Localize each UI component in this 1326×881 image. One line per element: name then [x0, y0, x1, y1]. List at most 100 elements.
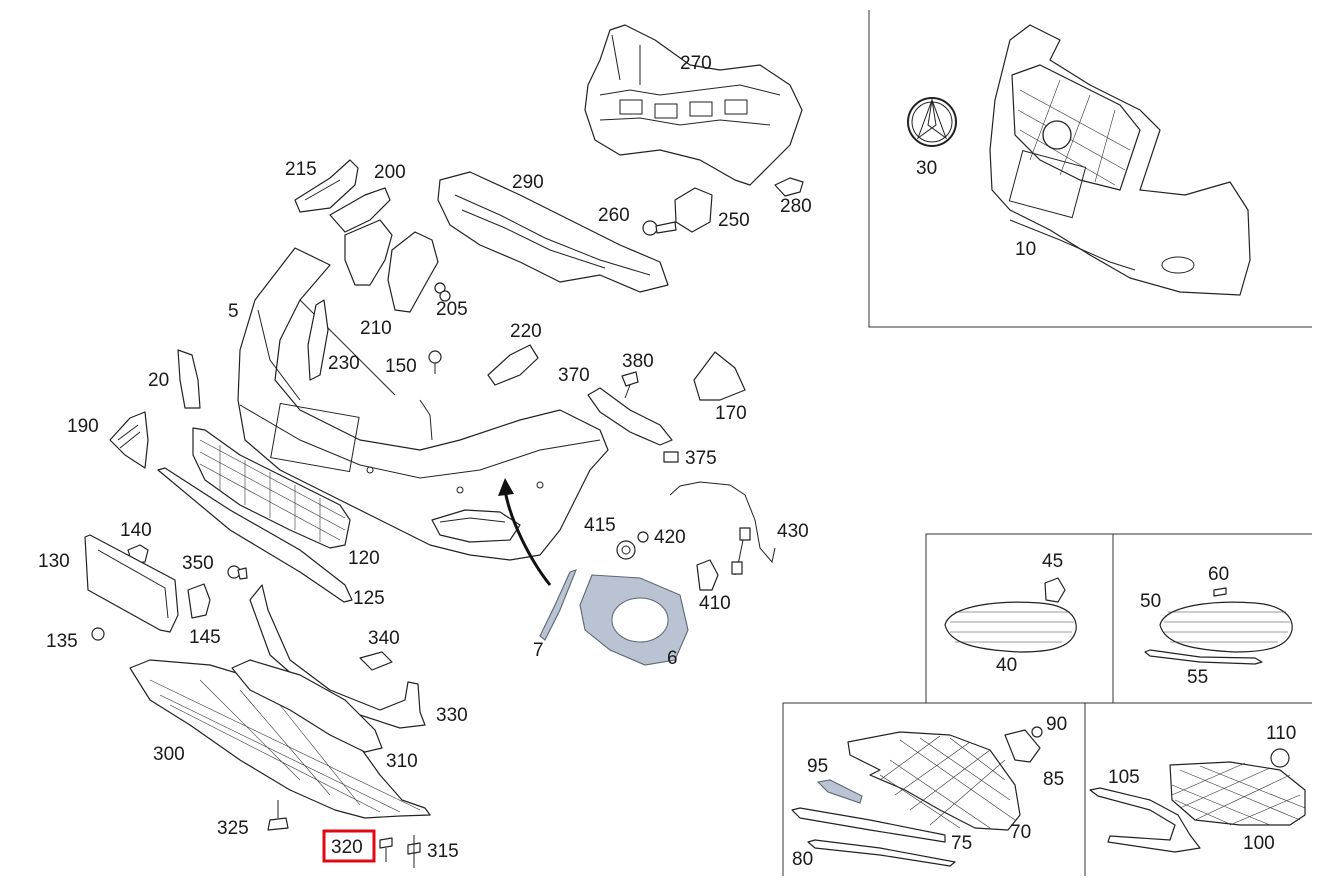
- part-10-complete-bumper[interactable]: [989, 24, 1251, 296]
- part-130-license-plate-holder[interactable]: [84, 534, 179, 633]
- part-170-cover[interactable]: [693, 351, 746, 401]
- callout-30[interactable]: 30: [916, 158, 937, 179]
- callout-50[interactable]: 50: [1140, 591, 1161, 612]
- callout-45[interactable]: 45: [1042, 551, 1063, 572]
- part-6-fog-bezel[interactable]: [579, 574, 689, 666]
- part-50-fog-cover[interactable]: [1159, 601, 1293, 653]
- part-40-fog-cover[interactable]: [944, 601, 1077, 653]
- part-120-lower-grille[interactable]: [192, 427, 351, 549]
- part-350-screw[interactable]: [227, 565, 248, 580]
- part-280-clip[interactable]: [774, 177, 804, 197]
- part-370-guide[interactable]: [587, 387, 673, 446]
- callout-280[interactable]: 280: [780, 196, 812, 217]
- part-320-clip[interactable]: [379, 837, 393, 862]
- callout-90[interactable]: 90: [1046, 714, 1067, 735]
- callout-190[interactable]: 190: [67, 416, 99, 437]
- callout-200[interactable]: 200: [374, 162, 406, 183]
- part-135-screw[interactable]: [91, 627, 105, 641]
- callout-7[interactable]: 7: [533, 640, 544, 661]
- part-200-bracket[interactable]: [329, 187, 393, 286]
- callout-95[interactable]: 95: [807, 756, 828, 777]
- callout-370[interactable]: 370: [558, 365, 590, 386]
- part-125-trim-strip[interactable]: [157, 467, 353, 603]
- callout-330[interactable]: 330: [436, 705, 468, 726]
- callout-410[interactable]: 410: [699, 593, 731, 614]
- part-420-clip[interactable]: [637, 531, 649, 543]
- part-150-screw[interactable]: [428, 350, 442, 374]
- part-45-bracket[interactable]: [1044, 577, 1066, 603]
- part-5-bumper-cover[interactable]: [237, 247, 609, 561]
- part-260-bolt[interactable]: [642, 220, 677, 236]
- callout-220[interactable]: 220: [510, 321, 542, 342]
- callout-70[interactable]: 70: [1010, 822, 1031, 843]
- part-100-grille[interactable]: [1169, 761, 1306, 826]
- callout-130[interactable]: 130: [38, 551, 70, 572]
- part-250-bracket[interactable]: [674, 187, 713, 233]
- part-30-star-emblem[interactable]: [907, 97, 957, 147]
- callout-10[interactable]: 10: [1015, 239, 1036, 260]
- callout-310[interactable]: 310: [386, 751, 418, 772]
- part-340-clip[interactable]: [359, 651, 393, 671]
- callout-340[interactable]: 340: [368, 628, 400, 649]
- callout-40[interactable]: 40: [996, 655, 1017, 676]
- part-215-bracket[interactable]: [294, 159, 359, 213]
- part-430-wiring[interactable]: [669, 481, 776, 576]
- callout-325[interactable]: 325: [217, 818, 249, 839]
- callout-135[interactable]: 135: [46, 631, 78, 652]
- part-85-holder[interactable]: [1004, 729, 1041, 763]
- part-55-trim[interactable]: [1144, 649, 1263, 665]
- part-105-trim[interactable]: [1089, 787, 1201, 853]
- callout-215[interactable]: 215: [285, 159, 317, 180]
- callout-250[interactable]: 250: [718, 210, 750, 231]
- callout-350[interactable]: 350: [182, 553, 214, 574]
- callout-120[interactable]: 120: [348, 548, 380, 569]
- callout-375[interactable]: 375: [685, 448, 717, 469]
- callout-20[interactable]: 20: [148, 370, 169, 391]
- callout-85[interactable]: 85: [1043, 769, 1064, 790]
- callout-260[interactable]: 260: [598, 205, 630, 226]
- part-410-holder[interactable]: [696, 559, 719, 591]
- callout-150[interactable]: 150: [385, 356, 417, 377]
- part-190-bracket[interactable]: [109, 411, 149, 469]
- part-375-clip[interactable]: [663, 451, 679, 463]
- part-90-sensor[interactable]: [1031, 726, 1043, 738]
- callout-270[interactable]: 270: [680, 53, 712, 74]
- part-310-air-guide[interactable]: [231, 659, 383, 753]
- callout-430[interactable]: 430: [777, 521, 809, 542]
- callout-230[interactable]: 230: [328, 353, 360, 374]
- part-20-cover[interactable]: [177, 349, 201, 409]
- part-220-bracket[interactable]: [487, 344, 539, 386]
- callout-415[interactable]: 415: [584, 515, 616, 536]
- callout-320[interactable]: 320: [331, 837, 363, 858]
- part-95-insert[interactable]: [816, 779, 863, 804]
- part-205-nut[interactable]: [434, 282, 451, 302]
- part-145-bracket[interactable]: [187, 583, 211, 619]
- part-80-trim[interactable]: [807, 839, 956, 867]
- callout-140[interactable]: 140: [120, 520, 152, 541]
- part-415-sensor[interactable]: [616, 540, 636, 560]
- callout-145[interactable]: 145: [189, 627, 221, 648]
- callout-205[interactable]: 205: [436, 299, 468, 320]
- part-75-trim[interactable]: [791, 807, 946, 843]
- callout-60[interactable]: 60: [1208, 564, 1229, 585]
- part-230-strip[interactable]: [307, 299, 329, 381]
- callout-55[interactable]: 55: [1187, 667, 1208, 688]
- callout-125[interactable]: 125: [353, 588, 385, 609]
- part-290-impact-absorber[interactable]: [437, 171, 669, 293]
- part-110-sensor[interactable]: [1270, 748, 1290, 768]
- callout-170[interactable]: 170: [715, 403, 747, 424]
- callout-380[interactable]: 380: [622, 351, 654, 372]
- part-210-guide[interactable]: [387, 231, 439, 313]
- part-325-screw[interactable]: [267, 800, 289, 831]
- callout-100[interactable]: 100: [1243, 833, 1275, 854]
- callout-210[interactable]: 210: [360, 318, 392, 339]
- callout-290[interactable]: 290: [512, 172, 544, 193]
- part-380-screw[interactable]: [621, 371, 639, 399]
- callout-105[interactable]: 105: [1108, 767, 1140, 788]
- callout-75[interactable]: 75: [951, 833, 972, 854]
- part-270-bumper-carrier[interactable]: [584, 24, 803, 186]
- part-315-clip[interactable]: [407, 835, 421, 868]
- callout-315[interactable]: 315: [427, 841, 459, 862]
- part-60-clip[interactable]: [1213, 587, 1227, 597]
- callout-300[interactable]: 300: [153, 744, 185, 765]
